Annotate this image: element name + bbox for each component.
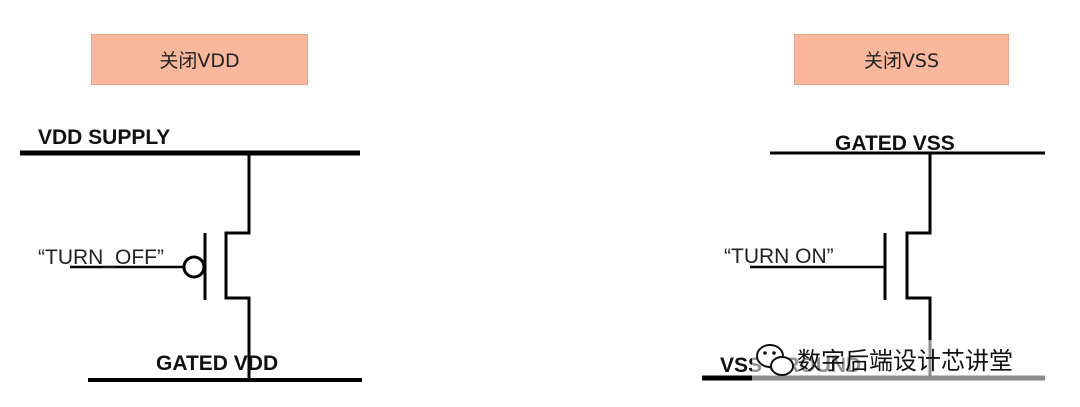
right-title-box: 关闭VSS	[794, 34, 1009, 85]
gated-vss-label: GATED VSS	[835, 132, 955, 155]
left-title-box: 关闭VDD	[91, 34, 308, 85]
right-title-text: 关闭VSS	[863, 50, 940, 72]
left-pmos-circuit: VDD SUPPLY “TURN_OFF” GATED VDD	[20, 126, 362, 382]
vdd-supply-label: VDD SUPPLY	[38, 126, 170, 149]
nmos-channel-wire	[905, 153, 932, 378]
turn-on-label: “TURN ON”	[724, 245, 834, 268]
pmos-channel-wire	[224, 153, 251, 380]
watermark-backdrop	[752, 340, 1048, 382]
watermark: 数字后端设计芯讲堂	[752, 340, 1048, 382]
pmos-inversion-bubble	[182, 255, 206, 279]
wechat-icon	[756, 344, 794, 376]
left-title-text: 关闭VDD	[159, 50, 240, 72]
gated-vdd-label: GATED VDD	[156, 352, 278, 375]
watermark-text: 数字后端设计芯讲堂	[797, 347, 1013, 375]
turn-off-label: “TURN_OFF”	[38, 246, 164, 269]
